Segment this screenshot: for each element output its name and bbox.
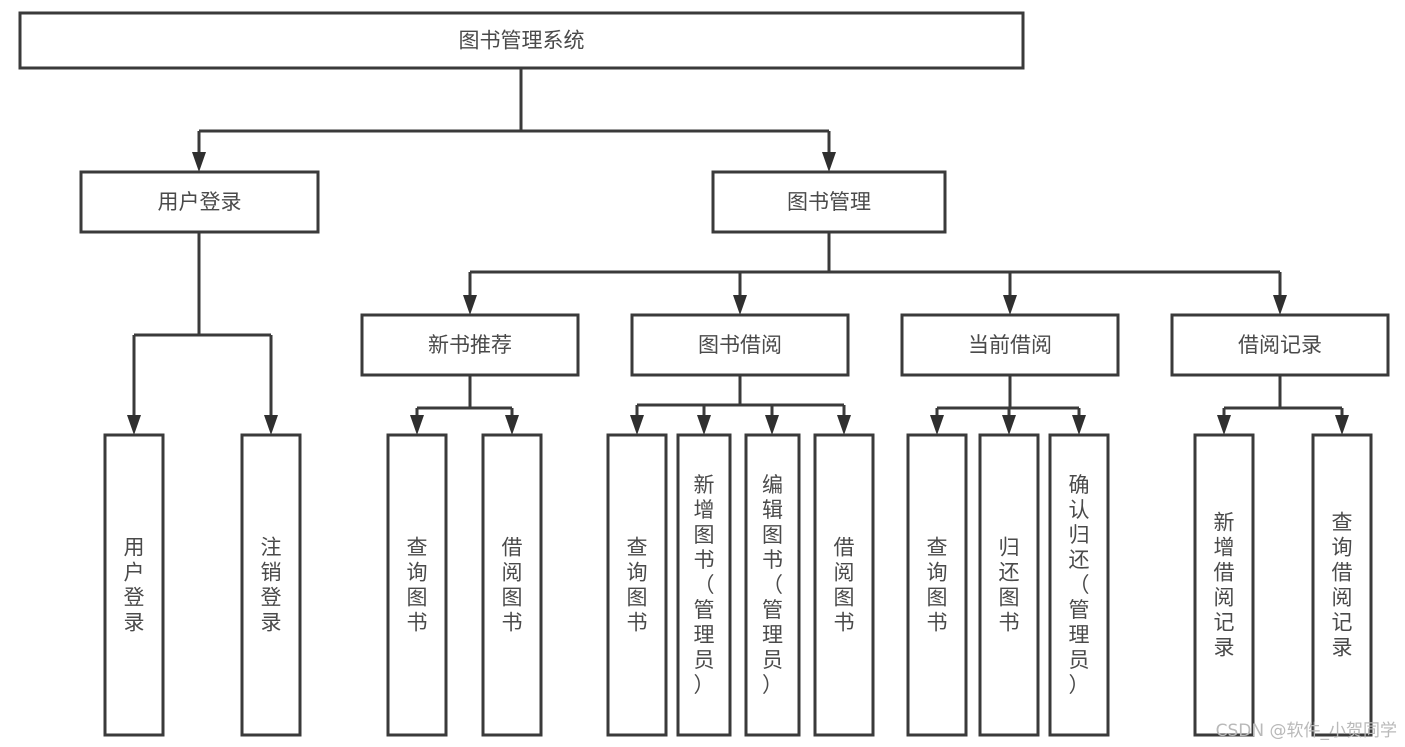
node-label-current-borrow: 当前借阅: [968, 333, 1052, 357]
node-label-root: 图书管理系统: [459, 29, 585, 53]
node-box-leaf-edit-book-admin[interactable]: [744, 433, 801, 737]
arrow-head-icon: [127, 415, 141, 435]
node-label-leaf-confirm-return-admin: 确认归还（管理员）: [1069, 473, 1090, 697]
node-label-borrow-record: 借阅记录: [1238, 333, 1322, 357]
node-user-login[interactable]: 用户登录: [79, 170, 320, 234]
node-label-leaf-query-book-current: 查询图书: [927, 536, 948, 635]
arrow-head-icon: [1003, 295, 1017, 315]
node-label-leaf-add-book-admin: 新增图书（管理员）: [694, 473, 715, 697]
node-label-leaf-user-login: 用户登录: [124, 536, 145, 635]
node-box-leaf-return-book[interactable]: [978, 433, 1040, 737]
arrow-head-icon: [822, 152, 836, 172]
node-leaf-borrow-book-rec[interactable]: 借阅图书: [481, 433, 543, 737]
connector-bookmgmt-to-level2: [468, 232, 1282, 296]
node-label-leaf-borrow-book-rec: 借阅图书: [502, 536, 523, 635]
arrow-head-icon: [264, 415, 278, 435]
node-box-leaf-borrow-book-rec[interactable]: [481, 433, 543, 737]
arrow-head-icon: [837, 415, 851, 435]
nodes-layer: 图书管理系统用户登录图书管理新书推荐图书借阅当前借阅借阅记录用户登录注销登录查询…: [18, 11, 1390, 737]
node-label-leaf-query-book-rec: 查询图书: [407, 536, 428, 635]
node-label-leaf-query-borrow-record: 查询借阅记录: [1332, 511, 1353, 660]
node-label-leaf-return-book: 归还图书: [999, 536, 1020, 635]
node-box-borrow-record[interactable]: [1170, 313, 1390, 377]
node-box-leaf-add-borrow-record[interactable]: [1193, 433, 1255, 737]
node-box-book-management[interactable]: [711, 170, 947, 234]
node-box-leaf-user-login[interactable]: [103, 433, 165, 737]
connector-newbook-to-leaves: [415, 375, 514, 416]
node-label-leaf-edit-book-admin: 编辑图书（管理员）: [762, 473, 783, 697]
arrow-head-icon: [410, 415, 424, 435]
connector-bookborrow-to-leaves: [635, 375, 846, 416]
node-box-leaf-query-borrow-record[interactable]: [1311, 433, 1373, 737]
node-box-book-borrow[interactable]: [630, 313, 850, 377]
arrow-head-icon: [192, 152, 206, 172]
node-leaf-return-book[interactable]: 归还图书: [978, 433, 1040, 737]
node-label-leaf-add-borrow-record: 新增借阅记录: [1214, 511, 1235, 660]
node-current-borrow[interactable]: 当前借阅: [900, 313, 1120, 377]
node-label-user-login: 用户登录: [158, 190, 242, 214]
arrow-head-icon: [697, 415, 711, 435]
node-leaf-borrow-book[interactable]: 借阅图书: [813, 433, 875, 737]
arrow-head-icon: [1335, 415, 1349, 435]
node-new-book-recommend[interactable]: 新书推荐: [360, 313, 580, 377]
node-box-leaf-query-book-rec[interactable]: [386, 433, 448, 737]
node-box-leaf-confirm-return-admin[interactable]: [1048, 433, 1110, 737]
node-box-leaf-query-book-borrow[interactable]: [606, 433, 668, 737]
node-leaf-add-book-admin[interactable]: 新增图书（管理员）: [676, 433, 732, 737]
arrow-head-icon: [1217, 415, 1231, 435]
node-box-leaf-borrow-book[interactable]: [813, 433, 875, 737]
node-book-management[interactable]: 图书管理: [711, 170, 947, 234]
node-borrow-record[interactable]: 借阅记录: [1170, 313, 1390, 377]
node-box-leaf-query-book-current[interactable]: [906, 433, 968, 737]
node-leaf-user-logout[interactable]: 注销登录: [240, 433, 302, 737]
node-label-book-borrow: 图书借阅: [698, 333, 782, 357]
node-leaf-user-login[interactable]: 用户登录: [103, 433, 165, 737]
node-label-book-management: 图书管理: [787, 190, 871, 214]
connector-root-to-level1: [197, 68, 831, 153]
node-leaf-query-book-current[interactable]: 查询图书: [906, 433, 968, 737]
node-label-leaf-query-book-borrow: 查询图书: [627, 536, 648, 635]
connector-currentborrow-to-leaves: [935, 375, 1081, 416]
node-leaf-query-book-rec[interactable]: 查询图书: [386, 433, 448, 737]
arrow-head-icon: [1273, 295, 1287, 315]
node-book-borrow[interactable]: 图书借阅: [630, 313, 850, 377]
node-box-current-borrow[interactable]: [900, 313, 1120, 377]
node-leaf-confirm-return-admin[interactable]: 确认归还（管理员）: [1048, 433, 1110, 737]
node-label-new-book-recommend: 新书推荐: [428, 333, 512, 357]
arrow-head-icon: [733, 295, 747, 315]
node-box-new-book-recommend[interactable]: [360, 313, 580, 377]
arrow-head-icon: [630, 415, 644, 435]
node-label-leaf-borrow-book: 借阅图书: [834, 536, 855, 635]
node-root[interactable]: 图书管理系统: [18, 11, 1025, 70]
arrow-head-icon: [1002, 415, 1016, 435]
node-leaf-query-borrow-record[interactable]: 查询借阅记录: [1311, 433, 1373, 737]
arrow-head-icon: [765, 415, 779, 435]
node-box-leaf-user-logout[interactable]: [240, 433, 302, 737]
connectors-layer: [127, 68, 1349, 435]
connector-userlogin-to-leaves: [132, 232, 273, 416]
node-label-leaf-user-logout: 注销登录: [261, 536, 282, 635]
node-leaf-query-book-borrow[interactable]: 查询图书: [606, 433, 668, 737]
arrow-head-icon: [463, 295, 477, 315]
node-leaf-edit-book-admin[interactable]: 编辑图书（管理员）: [744, 433, 801, 737]
arrow-head-icon: [1072, 415, 1086, 435]
arrow-head-icon: [930, 415, 944, 435]
node-box-leaf-add-book-admin[interactable]: [676, 433, 732, 737]
node-box-user-login[interactable]: [79, 170, 320, 234]
node-box-root[interactable]: [18, 11, 1025, 70]
arrow-head-icon: [505, 415, 519, 435]
node-leaf-add-borrow-record[interactable]: 新增借阅记录: [1193, 433, 1255, 737]
connector-borrowrecord-to-leaves: [1222, 375, 1344, 416]
